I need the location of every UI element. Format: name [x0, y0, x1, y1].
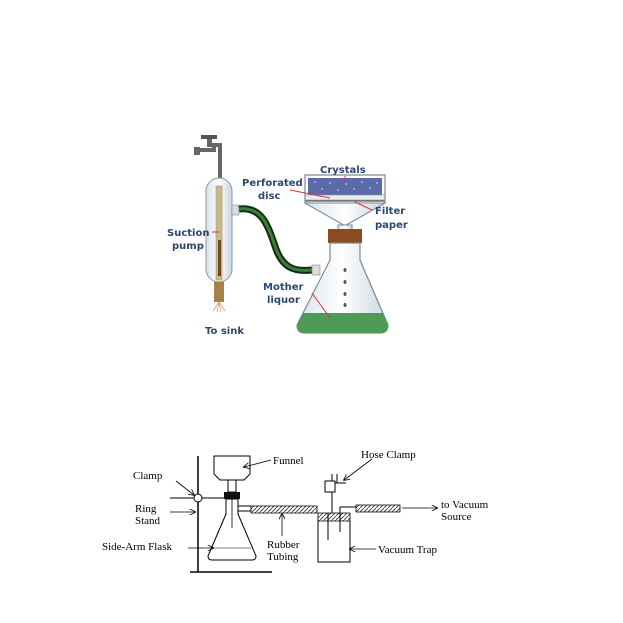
stopper-b [224, 492, 240, 499]
leader-arrows [170, 458, 437, 549]
trap-outlet-tube [339, 506, 356, 513]
vacuum-trap [317, 519, 351, 563]
filtration-diagram-a: Crystals Perforated disc Filter paper Su… [167, 135, 408, 337]
pump-outlet [214, 282, 224, 302]
label-hose-clamp: Hose Clamp [361, 449, 416, 461]
label-clamp: Clamp [133, 470, 163, 482]
clamp-knob [193, 493, 203, 503]
label-vacuum-trap: Vacuum Trap [378, 544, 437, 556]
label-filter-paper-2: paper [375, 220, 408, 231]
funnel-b-stem [227, 479, 237, 493]
label-rubber-tubing-1: Rubber [267, 539, 300, 551]
label-perforated-disc-2: disc [258, 191, 281, 202]
label-to-sink: To sink [205, 326, 244, 337]
vacuum-tubing [355, 504, 401, 513]
crystal-specks [314, 181, 378, 191]
filter-flask [296, 229, 389, 334]
label-perforated-disc-1: Perforated [242, 178, 303, 189]
label-suction-pump-1: Suction [167, 228, 209, 239]
tap-handle [201, 135, 217, 139]
hose-clamp-body [324, 480, 336, 493]
label-suction-pump-2: pump [172, 241, 204, 252]
label-ring-stand-1: Ring [135, 503, 157, 515]
tap-stem [207, 139, 212, 147]
label-mother-liquor-1: Mother [263, 282, 304, 293]
mother-liquor-liquid [297, 313, 388, 333]
pointer-lines [212, 176, 373, 319]
droplets [343, 268, 347, 307]
label-filter-paper-1: Filter [375, 206, 405, 217]
pump-side-arm [231, 204, 240, 216]
label-to-vacuum-2: Source [441, 511, 472, 523]
flask-side-arm [311, 264, 321, 276]
funnel-b [213, 455, 251, 481]
suction-pump [194, 135, 240, 313]
rubber-hose-highlight [238, 207, 313, 272]
filtration-diagram-b: Funnel Hose Clamp Clamp Ring Stand to Va… [102, 449, 489, 573]
water-spray [212, 301, 226, 313]
label-side-arm-flask: Side-Arm Flask [102, 541, 172, 553]
rubber-stopper [328, 229, 362, 243]
label-rubber-tubing-2: Tubing [267, 551, 299, 563]
crystals-layer [308, 178, 382, 195]
label-crystals: Crystals [320, 165, 366, 176]
label-funnel: Funnel [273, 455, 304, 467]
rubber-hose [238, 205, 313, 274]
side-arm-flask-b [207, 498, 257, 561]
pump-jet [218, 240, 221, 276]
label-to-vacuum-1: to Vacuum [441, 499, 489, 511]
pump-inner-tube [215, 185, 223, 281]
label-ring-stand-2: Stand [135, 515, 161, 527]
tap-pipe [196, 143, 222, 178]
rubber-tubing-b [250, 505, 318, 514]
label-mother-liquor-2: liquor [267, 295, 300, 306]
tap-spout [194, 147, 200, 155]
flask-b-side-arm [237, 505, 252, 512]
vacuum-trap-stopper [317, 512, 351, 522]
funnel-cone [303, 202, 387, 226]
